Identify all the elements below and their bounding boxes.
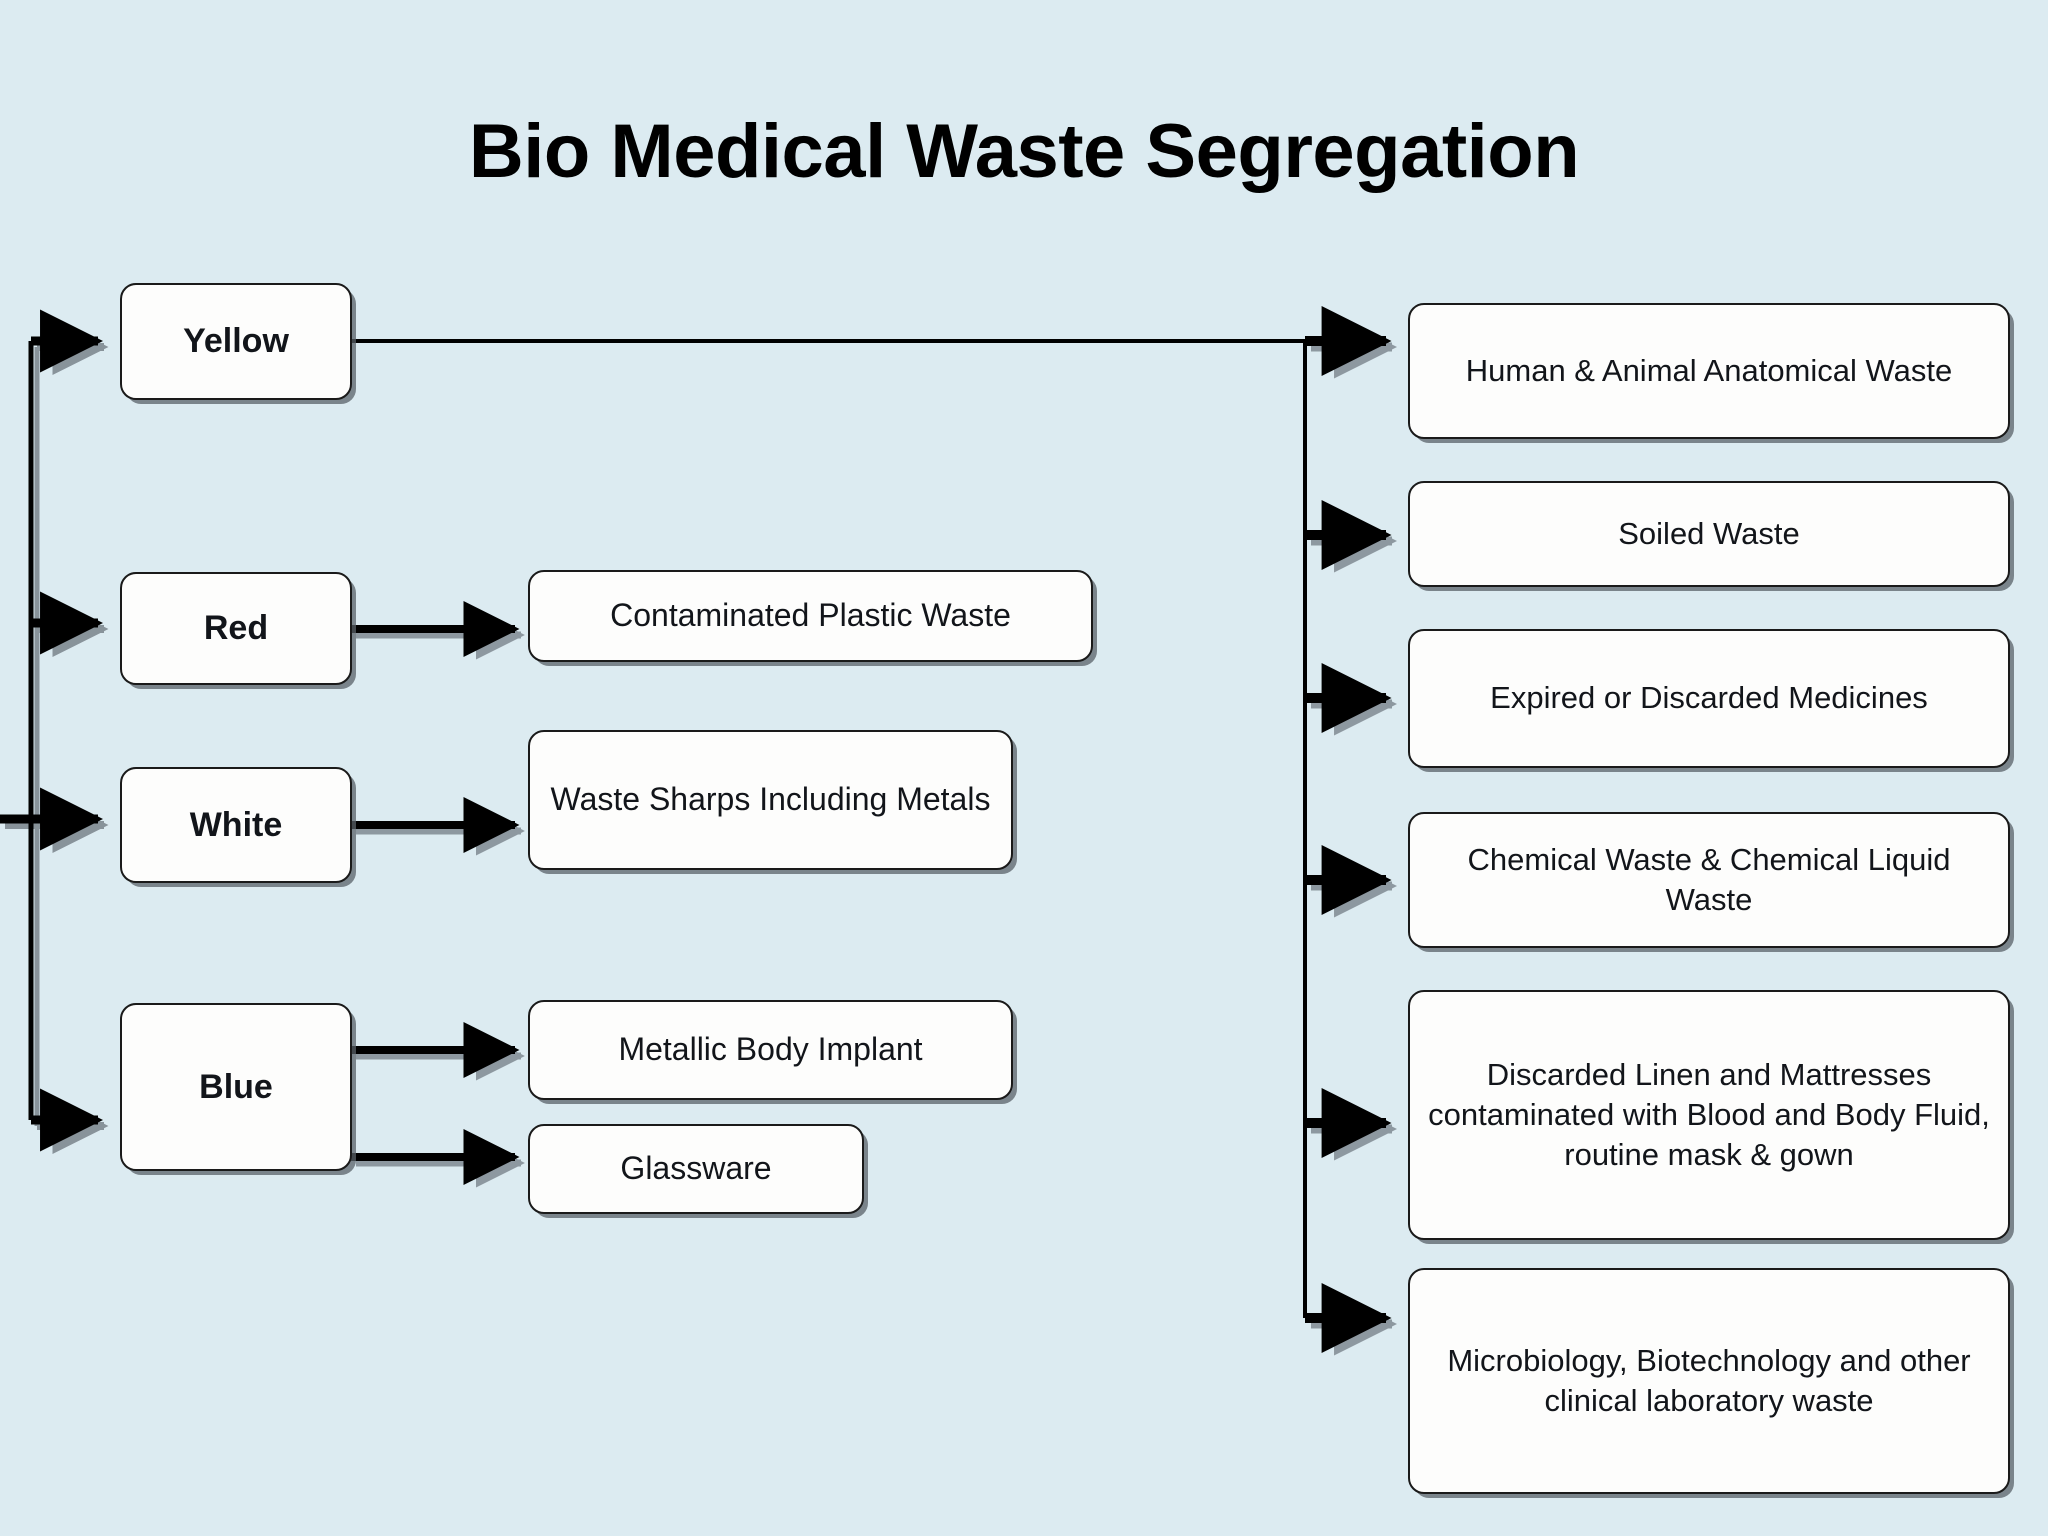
category-box-yellow[interactable]: Yellow: [120, 283, 352, 400]
node-label-human-animal-anatomical-waste: Human & Animal Anatomical Waste: [1465, 352, 1953, 388]
node-soiled-waste[interactable]: Soiled Waste: [1408, 481, 2010, 587]
node-label-microbiology-biotechnology-waste: Microbiology, Biotechnology and other cl…: [1447, 1342, 1971, 1418]
node-waste-sharps-including-metals[interactable]: Waste Sharps Including Metals: [528, 730, 1013, 870]
node-human-animal-anatomical-waste[interactable]: Human & Animal Anatomical Waste: [1408, 303, 2010, 439]
node-label-chemical-waste-chemical-liquid-waste: Chemical Waste & Chemical Liquid Waste: [1467, 841, 1951, 917]
node-discarded-linen-and-mattresses[interactable]: Discarded Linen and Mattresses contamina…: [1408, 990, 2010, 1240]
node-label-discarded-linen-and-mattresses: Discarded Linen and Mattresses contamina…: [1428, 1056, 1990, 1173]
category-box-red[interactable]: Red: [120, 572, 352, 685]
category-box-white[interactable]: White: [120, 767, 352, 883]
node-label-waste-sharps-including-metals: Waste Sharps Including Metals: [550, 781, 991, 818]
node-expired-or-discarded-medicines[interactable]: Expired or Discarded Medicines: [1408, 629, 2010, 768]
category-label-blue: Blue: [199, 1067, 273, 1106]
category-label-red: Red: [203, 609, 269, 648]
category-label-yellow: Yellow: [183, 322, 289, 361]
category-label-white: White: [189, 805, 283, 844]
node-contaminated-plastic-waste[interactable]: Contaminated Plastic Waste: [528, 570, 1093, 662]
category-box-blue[interactable]: Blue: [120, 1003, 352, 1171]
node-label-expired-or-discarded-medicines: Expired or Discarded Medicines: [1490, 680, 1928, 716]
node-label-glassware: Glassware: [620, 1150, 772, 1187]
node-chemical-waste-chemical-liquid-waste[interactable]: Chemical Waste & Chemical Liquid Waste: [1408, 812, 2010, 948]
node-label-contaminated-plastic-waste: Contaminated Plastic Waste: [610, 597, 1011, 634]
node-label-metallic-body-implant: Metallic Body Implant: [618, 1031, 923, 1068]
node-metallic-body-implant[interactable]: Metallic Body Implant: [528, 1000, 1013, 1100]
node-glassware[interactable]: Glassware: [528, 1124, 864, 1214]
page-title: Bio Medical Waste Segregation: [468, 109, 1580, 194]
node-label-soiled-waste: Soiled Waste: [1618, 515, 1800, 551]
node-microbiology-biotechnology-waste[interactable]: Microbiology, Biotechnology and other cl…: [1408, 1268, 2010, 1494]
